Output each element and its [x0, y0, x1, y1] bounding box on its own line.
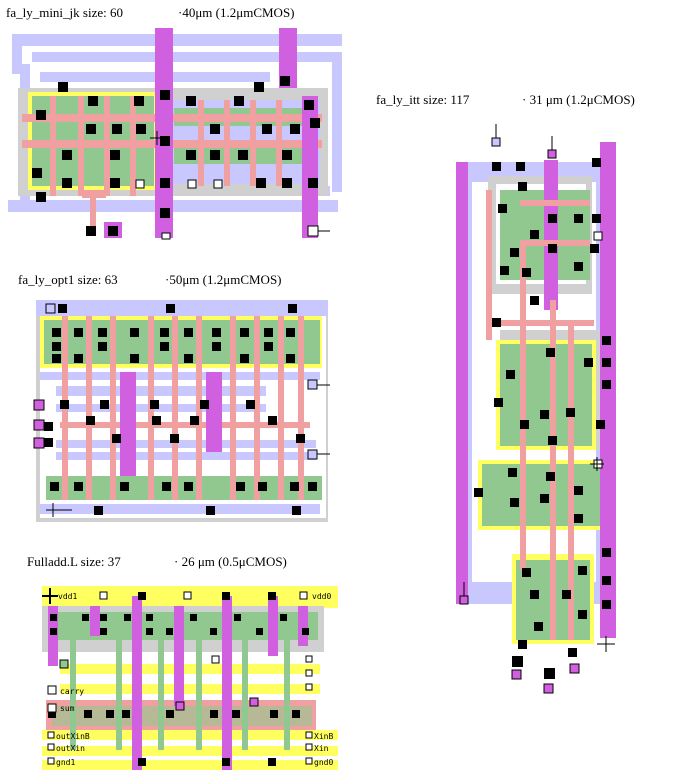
- caption-fa-ly-mini-jk: fa_ly_mini_jk size: 60: [6, 5, 123, 21]
- caption-dimension: · 26 μm (0.5μCMOS): [174, 554, 287, 569]
- caption-dimension: · 31 μm (1.2μCMOS): [522, 92, 635, 107]
- layout-fa-ly-mini-jk: [8, 28, 342, 240]
- caption-title: fa_ly_mini_jk size: 60: [6, 5, 123, 20]
- pin-outXinB: outXinB: [56, 732, 90, 741]
- pin-Xin: Xin: [314, 744, 329, 753]
- pin-carry: carry: [60, 687, 84, 696]
- layout-fulladd-l: vdd1 vdd0 carry sum outXinB outXin gnd1 …: [42, 586, 338, 770]
- caption-fulladd-l: Fulladd.L size: 37: [27, 554, 121, 569]
- pin-vdd-left: vdd1: [58, 592, 77, 601]
- layout-fa-ly-opt1: [33, 300, 330, 522]
- layout-fa-ly-itt: [456, 124, 616, 694]
- pin-vdd-right: vdd0: [312, 592, 331, 601]
- pin-gnd-right: gnd0: [314, 758, 333, 767]
- caption-fa-ly-opt1: fa_ly_opt1 size: 63: [18, 272, 118, 287]
- caption-dimension: ·50μm (1.2μmCMOS): [165, 272, 282, 287]
- pin-sum: sum: [60, 704, 75, 713]
- caption-dimension: ·40μm (1.2μmCMOS): [178, 5, 295, 20]
- pin-XinB: XinB: [314, 732, 333, 741]
- caption-fa-ly-itt: fa_ly_itt size: 117: [376, 92, 470, 107]
- pin-outXin: outXin: [56, 744, 85, 753]
- pin-gnd-left: gnd1: [56, 758, 75, 767]
